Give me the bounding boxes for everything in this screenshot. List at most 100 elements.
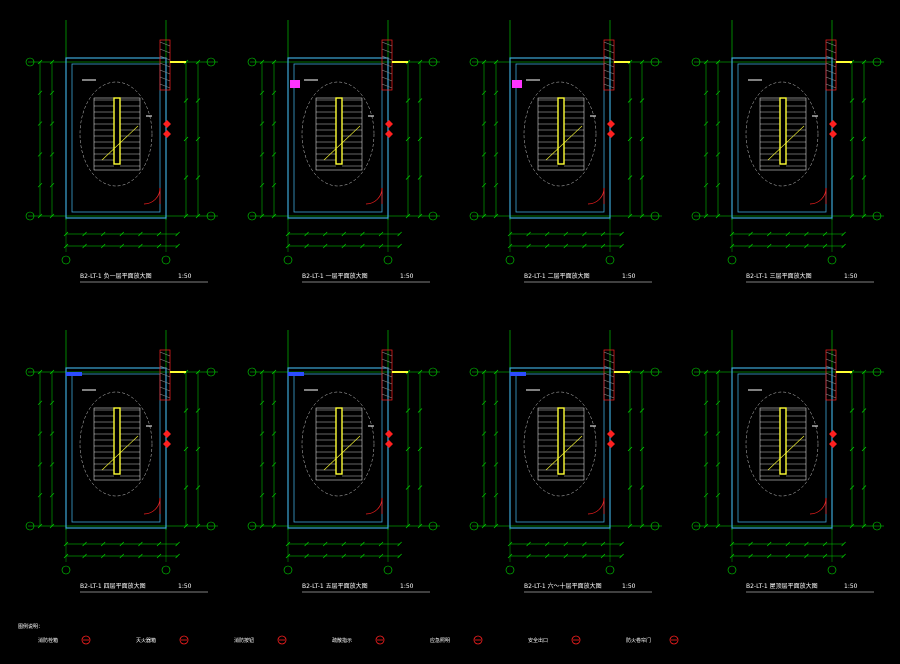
axis-bubble — [605, 565, 615, 575]
dimension-tick — [304, 541, 309, 547]
dimension-tick — [600, 553, 606, 559]
inner-wall — [737, 373, 827, 523]
dimension-tick — [259, 400, 265, 406]
dimension-tick — [600, 243, 606, 249]
hydrant-mark — [163, 120, 171, 128]
plan-scale: 1:50 — [400, 583, 414, 590]
dimension-tick — [417, 59, 423, 65]
dimension-tick — [259, 369, 265, 375]
dimension-tick — [100, 243, 106, 249]
hatch-line — [825, 83, 837, 89]
dimension-tick — [175, 553, 180, 559]
axis-bubble — [61, 255, 71, 265]
hatch-line — [603, 393, 615, 399]
hydrant-mark — [385, 430, 393, 438]
axis-bubble — [650, 521, 660, 531]
legend-symbol — [571, 635, 581, 645]
hatch-line — [603, 365, 615, 371]
hatch-line — [159, 48, 171, 54]
dimension-tick — [37, 492, 43, 498]
dimension-tick — [195, 59, 201, 65]
dimension-tick — [271, 400, 277, 406]
dimension-tick — [405, 485, 411, 490]
hatch-line — [381, 386, 393, 392]
dimension-tick — [619, 541, 624, 547]
hatch-line — [381, 393, 393, 399]
dimension-tick — [360, 541, 365, 547]
dimension-tick — [715, 121, 721, 126]
dimension-tick — [397, 243, 402, 249]
hatch-line — [159, 358, 171, 364]
dimension-tick — [619, 553, 624, 559]
dimension-tick — [37, 213, 43, 219]
axis-bubble — [827, 565, 837, 575]
dimension-tick — [766, 541, 772, 547]
dimension-tick — [405, 175, 411, 180]
hatch-line — [159, 76, 171, 82]
dimension-tick — [271, 213, 277, 219]
dimension-tick — [481, 59, 487, 65]
hatch-line — [603, 379, 615, 385]
hatch-line — [381, 62, 393, 68]
hatch-line — [825, 372, 837, 378]
dimension-tick — [481, 462, 487, 467]
axis-bubble — [691, 367, 701, 377]
dimension-tick — [100, 231, 106, 237]
hatch-line — [381, 372, 393, 378]
dimension-tick — [849, 175, 855, 180]
legend-item-label: 消防栓箱 — [38, 637, 58, 644]
axis-bubble — [605, 255, 615, 265]
outer-wall — [731, 367, 833, 529]
dimension-tick — [849, 485, 855, 490]
legend-heading: 图例说明： — [18, 623, 43, 630]
axis-bubble — [691, 521, 701, 531]
dimension-tick — [493, 213, 499, 219]
dimension-tick — [195, 136, 201, 142]
plan-title: B2-LT-1 屋顶层平面放大图 — [746, 582, 818, 590]
dimension-tick — [563, 243, 569, 249]
dimension-tick — [639, 523, 645, 529]
dimension-tick — [748, 541, 753, 547]
axis-bubble — [161, 565, 171, 575]
dimension-tick — [360, 553, 365, 559]
dimension-tick — [493, 462, 499, 467]
hatch-line — [603, 83, 615, 89]
dimension-tick — [861, 408, 867, 413]
handrail — [335, 407, 343, 475]
dimension-tick — [37, 431, 43, 436]
dimension-tick — [417, 369, 423, 375]
axis-bubble — [872, 367, 882, 377]
axis-bubble — [872, 211, 882, 221]
dimension-tick — [397, 541, 402, 547]
legend-item-label: 疏散指示 — [332, 637, 352, 644]
cut-line — [767, 125, 805, 161]
dimension-tick — [715, 213, 721, 219]
hydrant-mark — [163, 430, 171, 438]
hatch-line — [159, 83, 171, 89]
dimension-tick — [639, 175, 645, 180]
circulation-path — [79, 391, 153, 497]
dimension-tick — [37, 90, 43, 96]
dimension-tick — [378, 553, 384, 559]
dimension-tick — [195, 175, 201, 180]
dimension-tick — [627, 213, 633, 219]
dimension-tick — [703, 369, 709, 375]
legend-symbol — [669, 635, 679, 645]
dimension-tick — [341, 243, 347, 249]
dimension-tick — [841, 541, 846, 547]
dimension-tick — [271, 523, 277, 529]
dimension-tick — [841, 243, 846, 249]
dimension-tick — [183, 213, 189, 219]
axis-bubble — [25, 367, 35, 377]
hydrant-mark — [385, 130, 393, 138]
dimension-tick — [785, 553, 791, 559]
dimension-tick — [417, 175, 423, 180]
dimension-tick — [849, 98, 855, 103]
dimension-tick — [804, 231, 809, 237]
hydrant-mark — [607, 130, 615, 138]
axis-bubble — [206, 211, 216, 221]
dimension-tick — [563, 541, 569, 547]
axis-bubble — [428, 57, 438, 67]
